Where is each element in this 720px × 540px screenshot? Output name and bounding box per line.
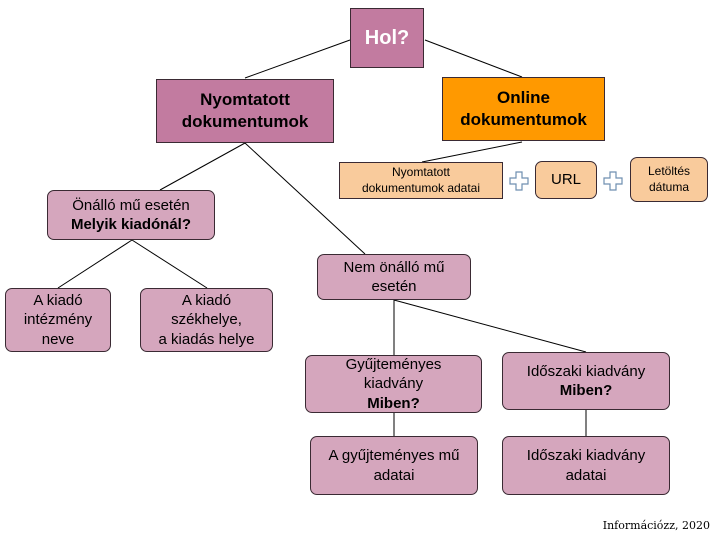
printed-line1: Nyomtatott — [200, 89, 290, 109]
connector-root-printed — [244, 39, 351, 79]
online-documents-node: Online dokumentumok — [442, 77, 605, 141]
online-item-download-date: Letöltés dátuma — [630, 157, 708, 202]
periodical-data-line2: adatai — [565, 466, 607, 484]
footer-credit: Információzz, 2020 — [602, 519, 710, 532]
periodical-line2: Miben? — [559, 382, 613, 399]
publisher-name-line2: intézmény — [23, 311, 93, 329]
collection-line3: Miben? — [367, 394, 420, 412]
non-standalone-node: Nem önálló mű esetén — [317, 254, 471, 300]
online-data-line2: dokumentumok adatai — [361, 180, 481, 195]
online-line2: dokumentumok — [460, 110, 587, 129]
download-line2: dátuma — [648, 179, 690, 194]
non-standalone-line1: Nem önálló mű — [343, 258, 445, 276]
root-label: Hol? — [364, 27, 410, 49]
connector-root-online — [424, 39, 523, 78]
publisher-place-line2: székhelye, — [171, 311, 242, 329]
online-item-document-data: Nyomtatott dokumentumok adatai — [339, 162, 503, 199]
connector-standalone-place — [131, 239, 208, 289]
periodical-line1: Időszaki kiadvány — [526, 362, 646, 380]
periodical-data-line1: Időszaki kiadvány — [526, 447, 646, 464]
standalone-line2: Melyik kiadónál? — [70, 216, 192, 233]
publisher-name-line3: neve — [41, 330, 75, 348]
standalone-node: Önálló mű esetén Melyik kiadónál? — [47, 190, 215, 240]
standalone-line1: Önálló mű esetén — [72, 196, 190, 214]
periodical-node: Időszaki kiadvány Miben? — [502, 352, 670, 410]
plus-icon — [509, 171, 529, 191]
publisher-name-node: A kiadó intézmény neve — [5, 288, 111, 352]
collection-data-line1: A gyűjteményes mű — [328, 447, 460, 464]
publisher-place-line3: a kiadás helye — [158, 330, 255, 348]
plus-icon — [603, 171, 623, 191]
publisher-place-node: A kiadó székhelye, a kiadás helye — [140, 288, 273, 352]
collection-line2: kiadvány — [363, 375, 424, 393]
root-node: Hol? — [350, 8, 424, 68]
collection-node: Gyűjteményes kiadvány Miben? — [305, 355, 482, 413]
publisher-place-line1: A kiadó — [181, 291, 232, 309]
printed-line2: dokumentumok — [181, 112, 309, 131]
download-line1: Letöltés — [647, 163, 691, 178]
publisher-name-line1: A kiadó — [33, 291, 83, 309]
collection-data-node: A gyűjteményes mű adatai — [310, 436, 478, 495]
online-data-line1: Nyomtatott — [391, 164, 451, 179]
connector-standalone-name — [57, 239, 133, 289]
collection-line1: Gyűjteményes — [345, 355, 442, 373]
connector-printed-standalone — [159, 142, 246, 191]
connector-printed-nonstandalone — [244, 142, 366, 255]
periodical-data-node: Időszaki kiadvány adatai — [502, 436, 670, 495]
connector-nonstandalone-periodical — [393, 299, 587, 353]
connector-online-data — [421, 141, 523, 163]
url-label: URL — [550, 171, 581, 189]
printed-documents-node: Nyomtatott dokumentumok — [156, 79, 334, 143]
collection-data-line2: adatai — [373, 466, 415, 484]
online-line1: Online — [497, 87, 550, 107]
online-item-url: URL — [535, 161, 597, 199]
non-standalone-line2: esetén — [371, 278, 417, 295]
